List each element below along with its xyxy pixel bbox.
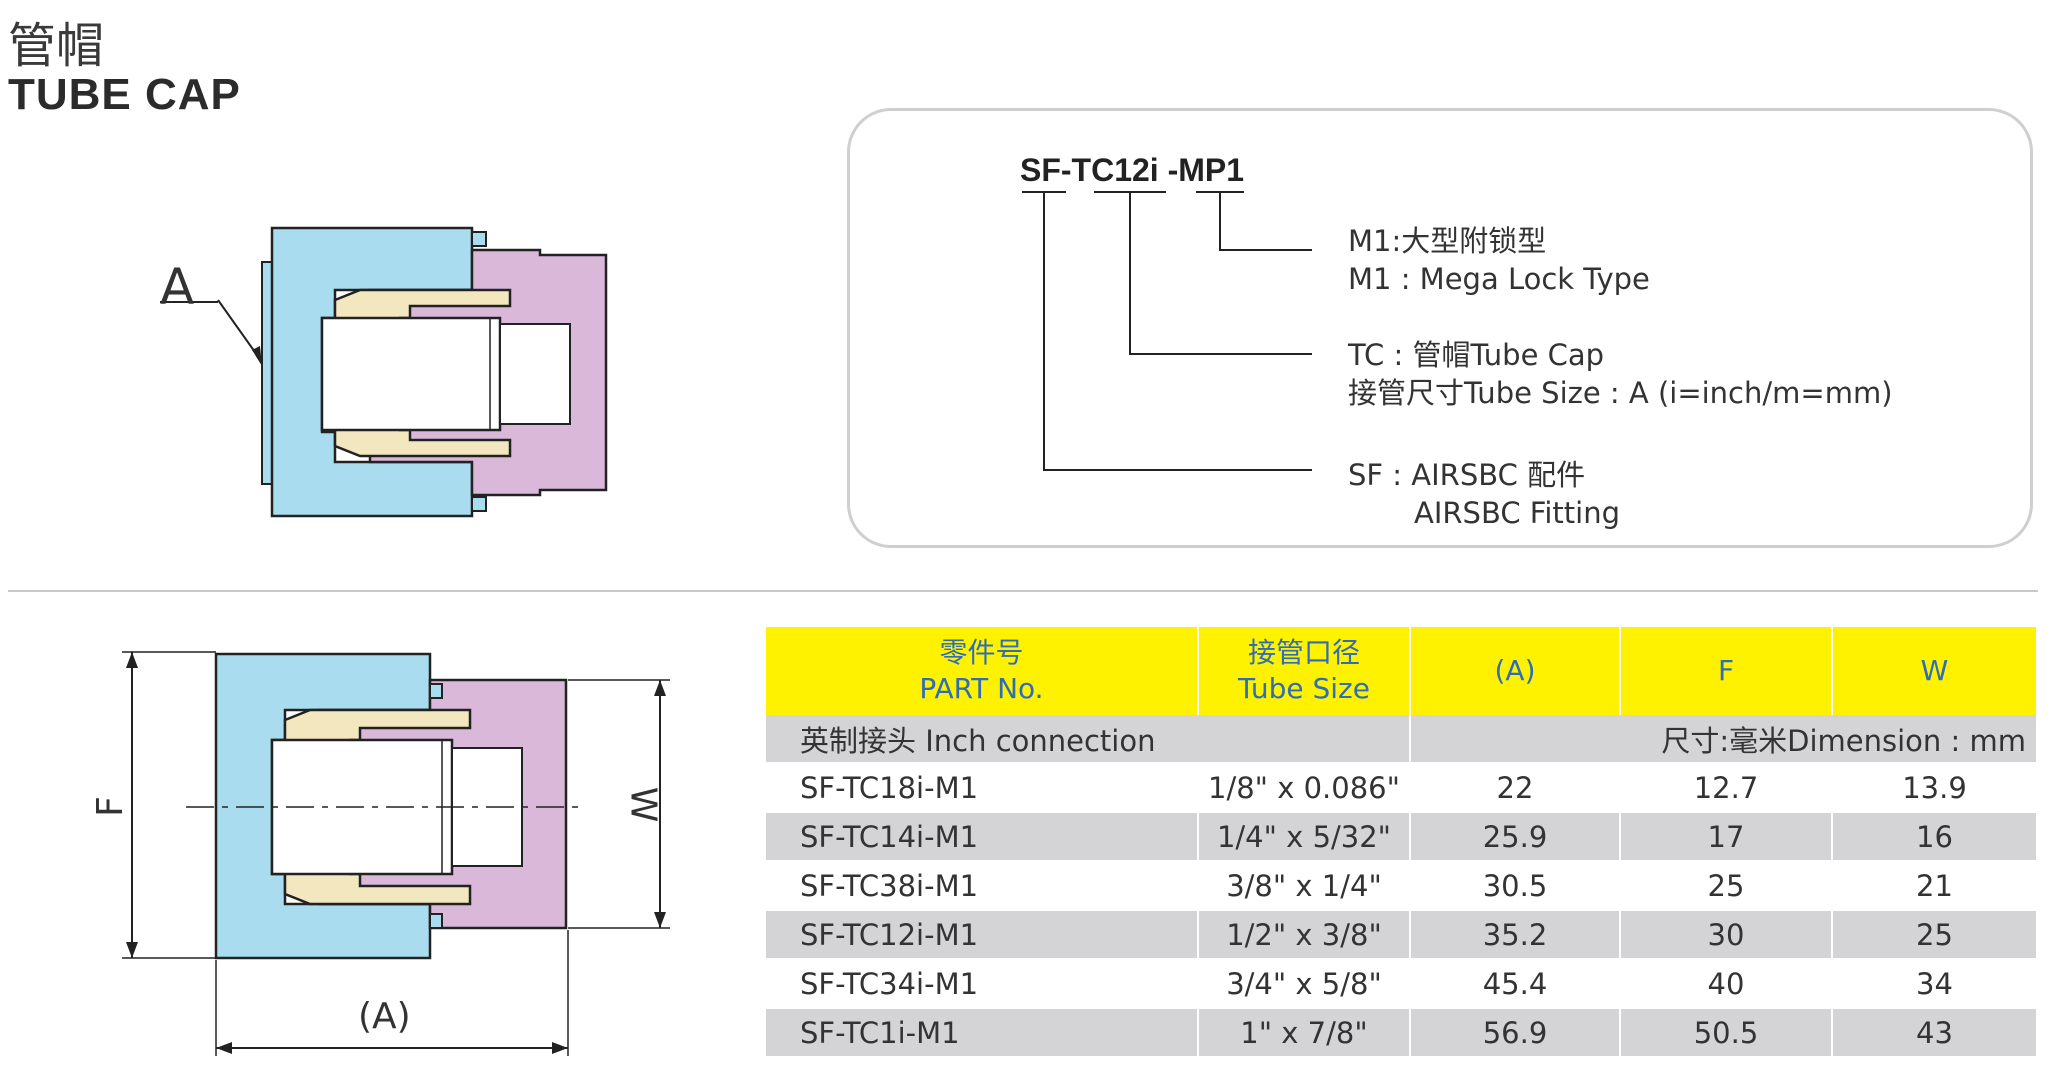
legend-sf: SF : AIRSBC 配件 AIRSBC Fitting [1348,456,1620,532]
ordering-code-box [847,108,2033,548]
cell-tube-size: 1/8" x 0.086" [1198,763,1411,813]
section-divider [8,590,2038,592]
legend-tc-line2: 接管尺寸Tube Size : A (i=inch/m=mm) [1348,376,1893,410]
cell-f: 50.5 [1620,1008,1833,1058]
cell-f: 17 [1620,812,1833,862]
cell-w: 16 [1832,812,2036,862]
bottom-section-drawing [122,651,670,1056]
label-w: W [622,786,664,823]
label-f: F [89,796,131,817]
cell-a: 22 [1410,763,1621,813]
cell-tube-size: 1/4" x 5/32" [1198,812,1411,862]
subheader-dimension-unit: 尺寸:毫米Dimension : mm [1410,715,2036,764]
table-row: SF-TC12i-M1 1/2" x 3/8" 35.2 30 25 [766,910,2036,960]
legend-tc-line1: TC : 管帽Tube Cap [1348,338,1605,372]
cell-w: 21 [1832,861,2036,911]
table-row: SF-TC18i-M1 1/8" x 0.086" 22 12.7 13.9 [766,763,2036,813]
cell-tube-size: 1/2" x 3/8" [1198,910,1411,960]
cell-w: 43 [1832,1008,2036,1058]
legend-tc: TC : 管帽Tube Cap 接管尺寸Tube Size : A (i=inc… [1348,336,1893,412]
table-subheader-row: 英制接头 Inch connection 尺寸:毫米Dimension : mm [766,715,2036,764]
header-a: (A) [1410,627,1621,715]
cell-f: 40 [1620,959,1833,1009]
subheader-inch-connection: 英制接头 Inch connection [766,715,1411,764]
label-a-top: A [160,258,195,316]
cell-tube-size: 3/8" x 1/4" [1198,861,1411,911]
table-row: SF-TC34i-M1 3/4" x 5/8" 45.4 40 34 [766,959,2036,1009]
cell-a: 56.9 [1410,1008,1621,1058]
table-row: SF-TC38i-M1 3/8" x 1/4" 30.5 25 21 [766,861,2036,911]
cell-tube-size: 1" x 7/8" [1198,1008,1411,1058]
cell-part-no: SF-TC38i-M1 [766,861,1199,911]
cell-w: 13.9 [1832,763,2036,813]
header-f: F [1620,627,1833,715]
cell-part-no: SF-TC12i-M1 [766,910,1199,960]
cell-a: 35.2 [1410,910,1621,960]
legend-m1-en: M1 : Mega Lock Type [1348,262,1650,296]
header-w: W [1832,627,2036,715]
cell-f: 25 [1620,861,1833,911]
cell-part-no: SF-TC18i-M1 [766,763,1199,813]
legend-m1: M1:大型附锁型 M1 : Mega Lock Type [1348,222,1650,298]
cell-a: 30.5 [1410,861,1621,911]
top-section-drawing [160,226,608,518]
cell-part-no: SF-TC14i-M1 [766,812,1199,862]
table-row: SF-TC1i-M1 1" x 7/8" 56.9 50.5 43 [766,1008,2036,1058]
legend-m1-cn: M1:大型附锁型 [1348,224,1547,258]
cell-tube-size: 3/4" x 5/8" [1198,959,1411,1009]
ordering-code-example: SF-TC12i -MP1 [1020,152,1245,188]
cell-part-no: SF-TC1i-M1 [766,1008,1199,1058]
cell-a: 45.4 [1410,959,1621,1009]
cell-a: 25.9 [1410,812,1621,862]
legend-sf-line1: SF : AIRSBC 配件 [1348,458,1586,492]
legend-sf-line2: AIRSBC Fitting [1414,496,1621,530]
page-title-en: TUBE CAP [8,70,241,119]
cell-part-no: SF-TC34i-M1 [766,959,1199,1009]
page-title-cn: 管帽 [8,18,105,74]
table-row: SF-TC14i-M1 1/4" x 5/32" 25.9 17 16 [766,812,2036,862]
cell-w: 34 [1832,959,2036,1009]
code-leaders [1022,191,1312,471]
cell-f: 30 [1620,910,1833,960]
cell-f: 12.7 [1620,763,1833,813]
cell-w: 25 [1832,910,2036,960]
label-a-dim: (A) [358,996,411,1037]
